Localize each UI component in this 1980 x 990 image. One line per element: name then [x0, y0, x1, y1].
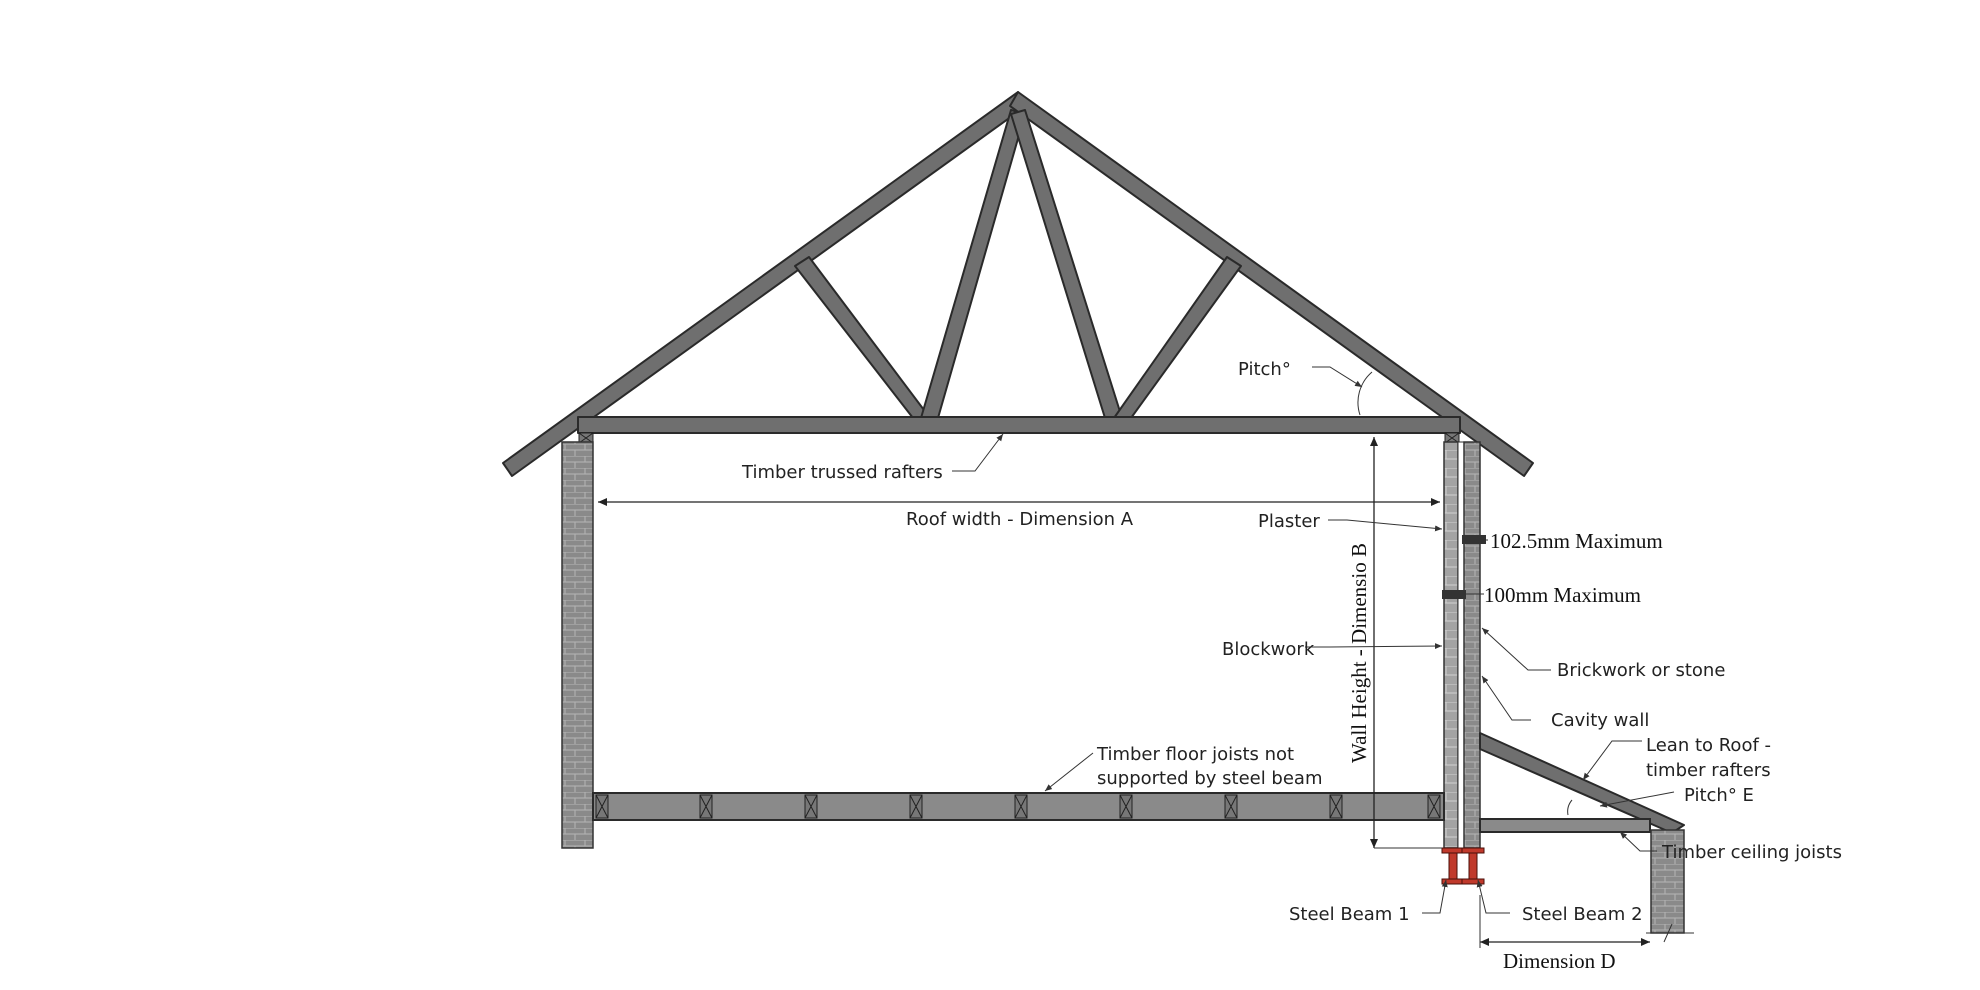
label-pitch: Pitch° — [1238, 359, 1291, 380]
cavity — [1457, 441, 1465, 849]
labels: Pitch° Timber trussed rafters Roof width… — [741, 359, 1842, 973]
joist-end-marker — [1224, 794, 1238, 819]
roof-truss — [502, 91, 1534, 477]
label-102-5mm-maximum: 102.5mm Maximum — [1490, 529, 1663, 553]
joist-end-marker — [909, 794, 923, 819]
outer-leaf-brickwork — [1463, 441, 1481, 849]
truss-web-left-outer — [794, 256, 931, 419]
label-brickwork-or-stone: Brickwork or stone — [1557, 660, 1725, 681]
label-timber-trussed-rafters: Timber trussed rafters — [741, 462, 943, 483]
label-timber-ceiling-joists: Timber ceiling joists — [1661, 842, 1842, 863]
joist-end-marker — [1329, 794, 1343, 819]
label-floor-joists-1: Timber floor joists not — [1096, 744, 1294, 765]
joist-end-marker — [1119, 794, 1133, 819]
label-cavity-wall: Cavity wall — [1551, 710, 1649, 731]
floor-joists — [592, 792, 1445, 821]
inner-leaf-blockwork — [1443, 441, 1459, 849]
joist-end-marker — [699, 794, 713, 819]
truss-ceiling-tie — [577, 416, 1461, 434]
leader-lines — [952, 366, 1675, 914]
label-roof-width: Roof width - Dimension A — [906, 509, 1134, 530]
joist-end-marker — [595, 794, 609, 819]
dimension-lines — [598, 437, 1650, 948]
label-plaster: Plaster — [1258, 511, 1320, 532]
label-wall-height: Wall Height - Dimensio B — [1347, 543, 1371, 763]
left-wall-brickwork — [561, 441, 594, 849]
label-steel-beam-2: Steel Beam 2 — [1522, 904, 1643, 925]
lean-to-ceiling-joist — [1479, 818, 1651, 833]
right-rafter — [1009, 91, 1534, 477]
ground-break-line — [1646, 923, 1694, 943]
joist-end-marker — [1014, 794, 1028, 819]
label-blockwork: Blockwork — [1222, 639, 1315, 660]
lean-to — [1479, 732, 1694, 943]
steel-beam-1 — [1441, 847, 1465, 885]
steel-beam-2 — [1461, 847, 1485, 885]
label-timber-rafters: timber rafters — [1646, 760, 1771, 781]
label-pitch-e: Pitch° E — [1684, 785, 1754, 806]
steel-beams — [1441, 847, 1485, 885]
label-dimension-d: Dimension D — [1503, 949, 1616, 973]
joist-end-marker — [1427, 794, 1441, 819]
joist-end-marker — [804, 794, 818, 819]
pitch-arc — [1357, 371, 1373, 416]
wall-tie-100 — [1442, 590, 1466, 599]
label-floor-joists-2: supported by steel beam — [1097, 768, 1323, 789]
label-100mm-maximum: 100mm Maximum — [1484, 583, 1641, 607]
label-steel-beam-1: Steel Beam 1 — [1289, 904, 1410, 925]
right-cavity-wall — [1442, 441, 1486, 849]
lean-to-wall — [1650, 829, 1685, 934]
truss-web-right-outer — [1113, 256, 1242, 419]
pitch-e-arc — [1567, 799, 1573, 816]
label-lean-to-roof: Lean to Roof - — [1646, 735, 1771, 756]
